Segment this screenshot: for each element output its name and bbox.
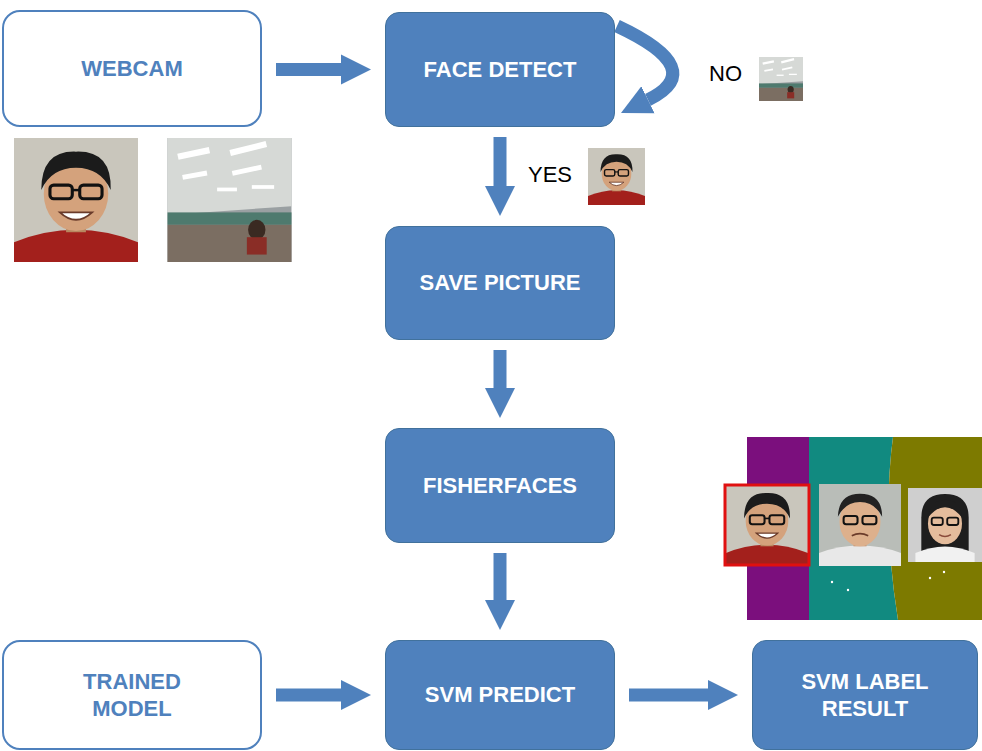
node-label: WEBCAM <box>81 55 182 83</box>
process-box: FISHERFACES <box>385 428 615 543</box>
sample-dot <box>929 577 931 579</box>
node-label: SVM PREDICT <box>425 681 575 709</box>
no-face-thumbnail <box>759 57 803 101</box>
process-box: FACE DETECT <box>385 12 615 127</box>
node-label: TRAINED MODEL <box>57 668 207 723</box>
process-box: SVM PREDICT <box>385 640 615 750</box>
flow-arrow <box>617 26 673 100</box>
node-label: FISHERFACES <box>423 472 577 500</box>
flow-arrow <box>276 63 341 76</box>
flow-arrow <box>494 350 507 388</box>
result-box: SVM LABEL RESULT <box>752 640 978 750</box>
process-box: SAVE PICTURE <box>385 226 615 340</box>
input-box: WEBCAM <box>2 10 262 127</box>
node-label: FACE DETECT <box>424 56 577 84</box>
webcam-room-photo <box>168 138 292 262</box>
flow-arrow <box>494 137 507 186</box>
flow-arrow <box>276 689 341 702</box>
webcam-face-photo <box>14 138 138 262</box>
class-face-photo <box>819 484 901 566</box>
flow-arrow <box>629 689 708 702</box>
selected-frame <box>725 485 809 565</box>
node-label: SAVE PICTURE <box>420 269 581 297</box>
input-box: TRAINED MODEL <box>2 640 262 750</box>
sample-dot <box>943 571 945 573</box>
edge-label: YES <box>525 162 575 188</box>
class-region <box>889 437 982 620</box>
class-face-photo <box>726 484 808 566</box>
class-face-photo <box>908 488 982 562</box>
flow-arrow <box>494 553 507 600</box>
sample-dot <box>831 581 833 583</box>
node-label: SVM LABEL RESULT <box>785 668 945 723</box>
face-thumbnail <box>588 148 645 205</box>
sample-dot <box>847 589 849 591</box>
edge-label: NO <box>706 61 745 87</box>
